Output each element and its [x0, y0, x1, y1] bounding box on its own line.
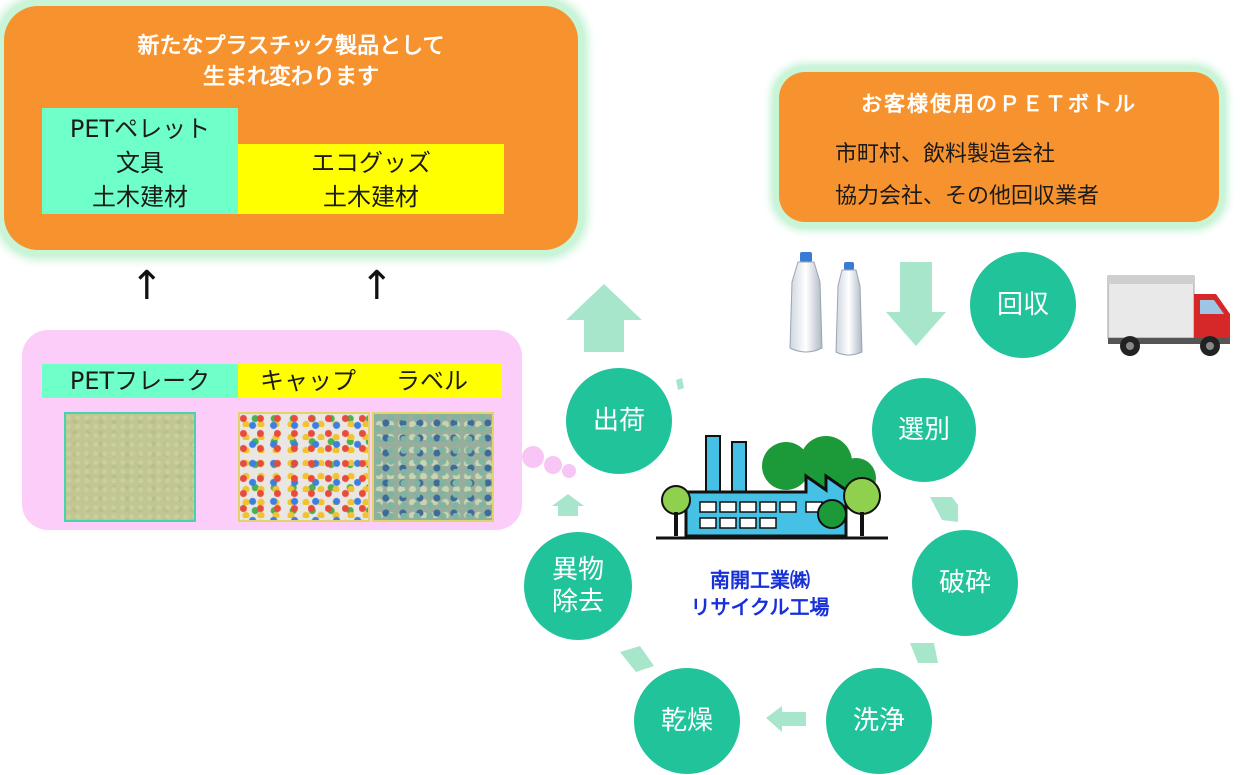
- arrow-sort-crush: [930, 497, 958, 522]
- cap-label-bg: [238, 364, 502, 398]
- step-crush-label: 破砕: [938, 568, 991, 598]
- label-photo: [372, 412, 494, 522]
- step-remove: 異物 除去: [524, 532, 632, 640]
- flake-label: PETフレーク: [42, 364, 238, 398]
- trail-dot: [544, 456, 562, 474]
- cap-photo: [238, 412, 370, 522]
- step-dry-label: 乾燥: [660, 706, 713, 736]
- arrow-up-icon: [566, 284, 642, 352]
- cap-label: キャップ: [260, 367, 356, 395]
- source-box: お客様使用のＰＥＴボトル 市町村、飲料製造会社 協力会社、その他回収業者: [779, 72, 1219, 222]
- step-remove-line1: 異物: [551, 555, 604, 585]
- eco-item-building: 土木建材: [323, 183, 419, 211]
- products-title-line1: 新たなプラスチック製品として: [137, 34, 445, 59]
- step-collect: 回収: [970, 252, 1076, 358]
- up-arrow-left: ↑: [130, 263, 164, 309]
- arrow-down-icon: [886, 262, 946, 346]
- up-arrow-right: ↑: [360, 263, 394, 309]
- label-label: ラベル: [396, 367, 468, 395]
- source-title: お客様使用のＰＥＴボトル: [861, 92, 1137, 116]
- factory-caption: 南開工業㈱ リサイクル工場: [660, 567, 860, 621]
- pellet-cell: PETペレット 文具 土木建材: [42, 108, 238, 214]
- source-line1: 市町村、飲料製造会社: [835, 142, 1056, 167]
- step-sort: 選別: [872, 378, 976, 482]
- source-line2: 協力会社、その他回収業者: [835, 184, 1100, 209]
- factory-name: 南開工業㈱: [710, 568, 810, 592]
- step-wash-label: 洗浄: [852, 706, 905, 736]
- step-dry: 乾燥: [634, 668, 740, 774]
- step-ship-label: 出荷: [592, 406, 645, 436]
- eco-cell: エコグッズ 土木建材: [238, 144, 504, 214]
- step-ship: 出荷: [566, 368, 672, 474]
- step-wash: 洗浄: [826, 668, 932, 774]
- step-sort-label: 選別: [897, 415, 950, 445]
- pet-bottle-icon: [789, 252, 863, 356]
- pellet-item-building: 土木建材: [92, 183, 188, 211]
- trail-dot: [522, 446, 544, 468]
- materials-box: PETフレーク キャップ ラベル: [22, 330, 522, 530]
- step-remove-line2: 除去: [551, 587, 604, 617]
- eco-label: エコグッズ: [311, 149, 431, 177]
- arrow-wash-dry: [766, 706, 806, 732]
- pellet-item-stationery: 文具: [116, 149, 164, 177]
- flake-photo: [64, 412, 196, 522]
- arrow-dry-remove: [620, 646, 654, 672]
- step-crush: 破砕: [912, 530, 1018, 636]
- arrow-remove-ship: [552, 494, 584, 516]
- arrow-crush-wash: [910, 643, 938, 663]
- pellet-label: PETペレット: [69, 115, 211, 143]
- products-title-line2: 生まれ変わります: [202, 65, 379, 90]
- step-collect-label: 回収: [996, 290, 1049, 320]
- truck-icon: [1107, 275, 1230, 356]
- trail-dot: [562, 464, 576, 478]
- factory-icon: [656, 435, 888, 540]
- products-box: 新たなプラスチック製品として 生まれ変わります PETペレット 文具 土木建材 …: [4, 6, 578, 250]
- factory-subtitle: リサイクル工場: [690, 595, 830, 619]
